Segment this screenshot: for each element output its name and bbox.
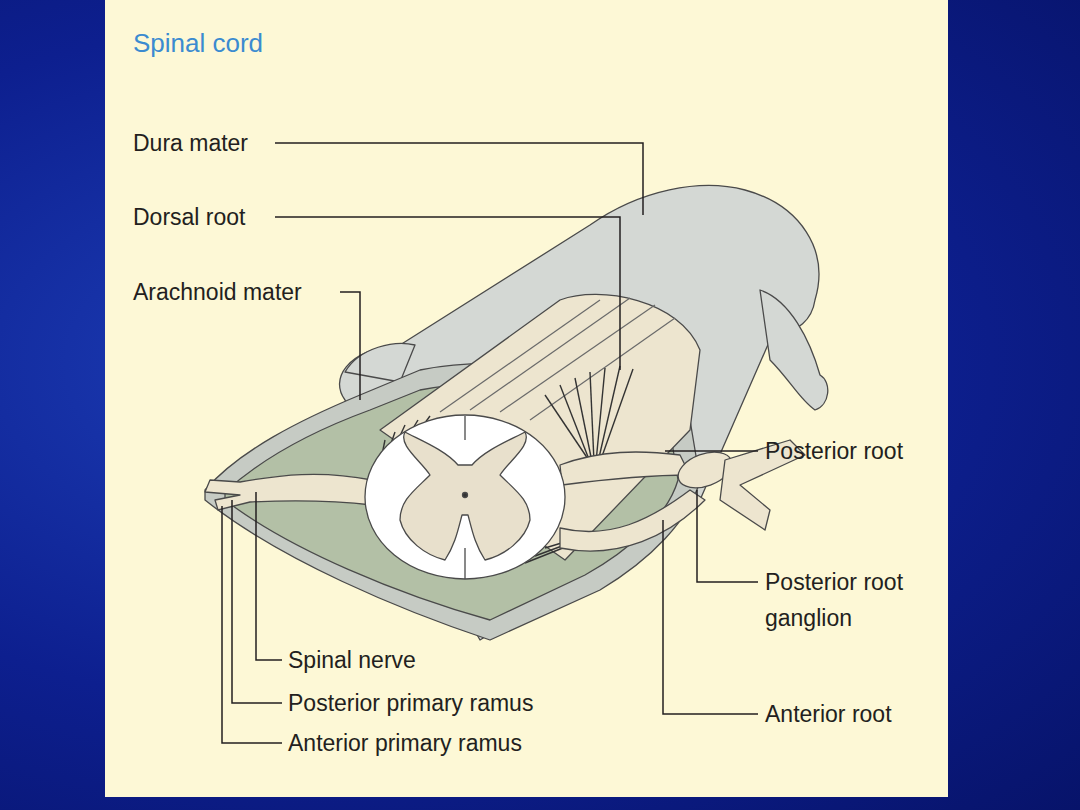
leader-line: [232, 500, 282, 703]
posterior-root: [560, 452, 690, 485]
rootlet: [596, 368, 605, 462]
part-label: Posterior primary ramus: [288, 690, 533, 716]
rootlet: [560, 385, 590, 462]
leader-line: [275, 217, 620, 370]
cord-stripes: [440, 298, 675, 420]
leader-line: [340, 292, 360, 400]
dura-root-sleeve: [760, 290, 828, 410]
part-label: Anterior root: [765, 701, 892, 727]
diagram-title: Spinal cord: [133, 28, 263, 58]
white-matter: [365, 415, 565, 579]
central-canal: [463, 493, 468, 498]
grey-matter: [400, 432, 530, 560]
spinal-cord-figure: [205, 185, 828, 640]
cord-stripe: [500, 305, 655, 412]
leader-line: [663, 520, 758, 714]
leader-line: [222, 506, 282, 743]
median-fissure: [464, 548, 465, 579]
cord-stripe: [440, 300, 600, 412]
part-label: Posterior root: [765, 438, 903, 464]
left-spinal-nerve: [205, 474, 372, 510]
part-label: Anterior primary ramus: [288, 730, 522, 756]
part-label: Posterior root ganglion: [765, 564, 940, 636]
part-label: Dura mater: [133, 130, 248, 156]
part-label: Spinal nerve: [288, 647, 416, 673]
rootlet: [590, 372, 594, 462]
leader-line: [275, 143, 643, 215]
part-label: Arachnoid mater: [133, 279, 302, 305]
part-label: Dorsal root: [133, 204, 245, 230]
leader-group: [222, 143, 758, 743]
median-sulcus: [464, 416, 465, 440]
cord-stripe: [470, 298, 630, 410]
anterior-root: [560, 490, 705, 551]
rootlet: [575, 378, 592, 462]
rootlet: [600, 369, 633, 462]
leader-line: [665, 450, 758, 452]
leader-line: [256, 492, 282, 660]
leader-line: [697, 490, 758, 582]
